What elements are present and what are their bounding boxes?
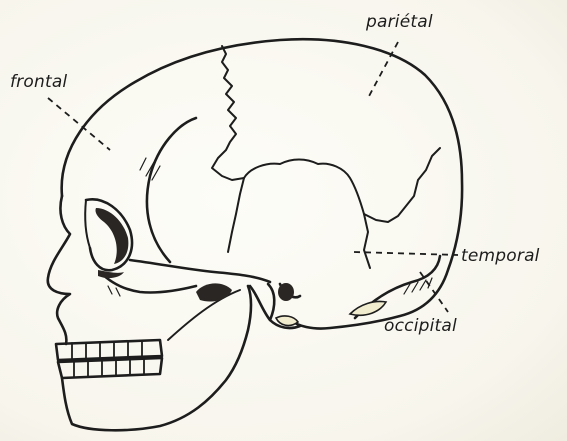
label-temporal: temporal [461, 246, 540, 266]
joint-shadow [196, 283, 232, 301]
temporal-line [147, 118, 196, 262]
leader-temporal [354, 252, 458, 255]
occipital-condyle [350, 302, 386, 316]
face-profile [48, 196, 70, 344]
ear-canal [278, 283, 294, 301]
lambdoid-suture [364, 148, 440, 222]
squamosal-suture [244, 160, 364, 215]
hatch-maxilla [108, 286, 120, 296]
mastoid-tip [276, 316, 298, 326]
zygomatic-arch [130, 260, 270, 282]
coronal-suture [212, 46, 244, 180]
label-frontal: frontal [10, 72, 67, 92]
label-parietal: pariétal [366, 12, 433, 32]
label-occipital: occipital [384, 316, 457, 336]
